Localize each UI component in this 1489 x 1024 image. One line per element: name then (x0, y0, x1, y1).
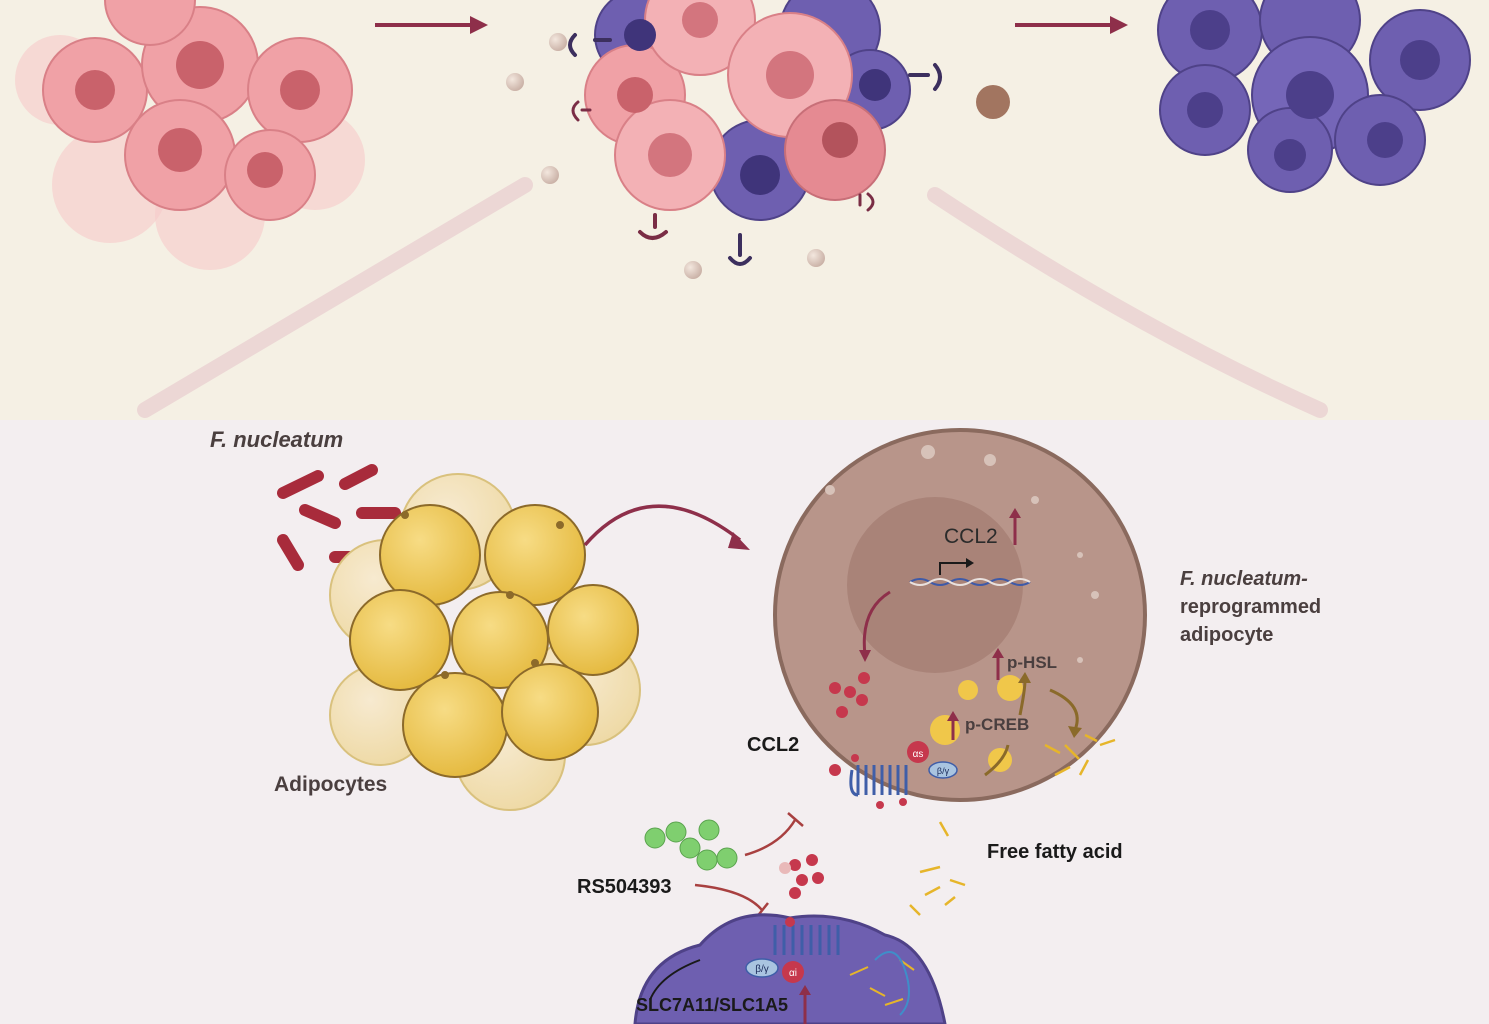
ccl2-secreted-label: CCL2 (747, 734, 800, 756)
beta-gamma-label-2: β/γ (755, 964, 769, 975)
alpha-i-label: αi (789, 968, 797, 979)
free-fatty-acid-label: Free fatty acid (987, 841, 1123, 863)
beta-gamma-label: β/γ (937, 766, 950, 776)
p-creb-label: p-CREB (965, 715, 1030, 734)
arrow-reprogramming (583, 504, 750, 550)
adipocyte-cluster (329, 473, 641, 811)
slc-label: SLC7A11/SLC1A5 (636, 995, 789, 1015)
tumor-cluster-purple (1157, 0, 1471, 193)
rs504393-molecules (644, 819, 738, 871)
adipocytes-label: Adipocytes (274, 773, 388, 796)
inhibition-lines (694, 812, 804, 919)
arrow-progression-1 (375, 16, 488, 34)
reprogrammed-adipocyte (773, 428, 1147, 809)
alpha-s-label: αs (913, 749, 924, 760)
cytokine-particles (506, 33, 1010, 279)
tumor-cell-bottom (633, 913, 947, 1024)
tumor-cluster-pink (15, 0, 365, 270)
funnel-arc-right (927, 187, 1328, 418)
fn-bacteria-label: F. nucleatum (210, 427, 344, 452)
ccl2-secreted-particle (829, 764, 841, 776)
p-hsl-label: p-HSL (1007, 653, 1058, 672)
funnel-arc-left (137, 177, 533, 418)
reprogrammed-label-line1: F. nucleatum- (1180, 568, 1308, 590)
reprogrammed-label-line2: reprogrammed (1180, 596, 1322, 618)
reprogrammed-label-line3: adipocyte (1180, 624, 1274, 646)
rs504393-label: RS504393 (577, 876, 672, 898)
tumor-cluster-mixed (568, 0, 942, 266)
arrow-progression-2 (1015, 16, 1128, 34)
ccl2-particles (779, 854, 824, 899)
free-fatty-acids (909, 821, 966, 916)
ccl2-gene-label: CCL2 (944, 525, 998, 548)
